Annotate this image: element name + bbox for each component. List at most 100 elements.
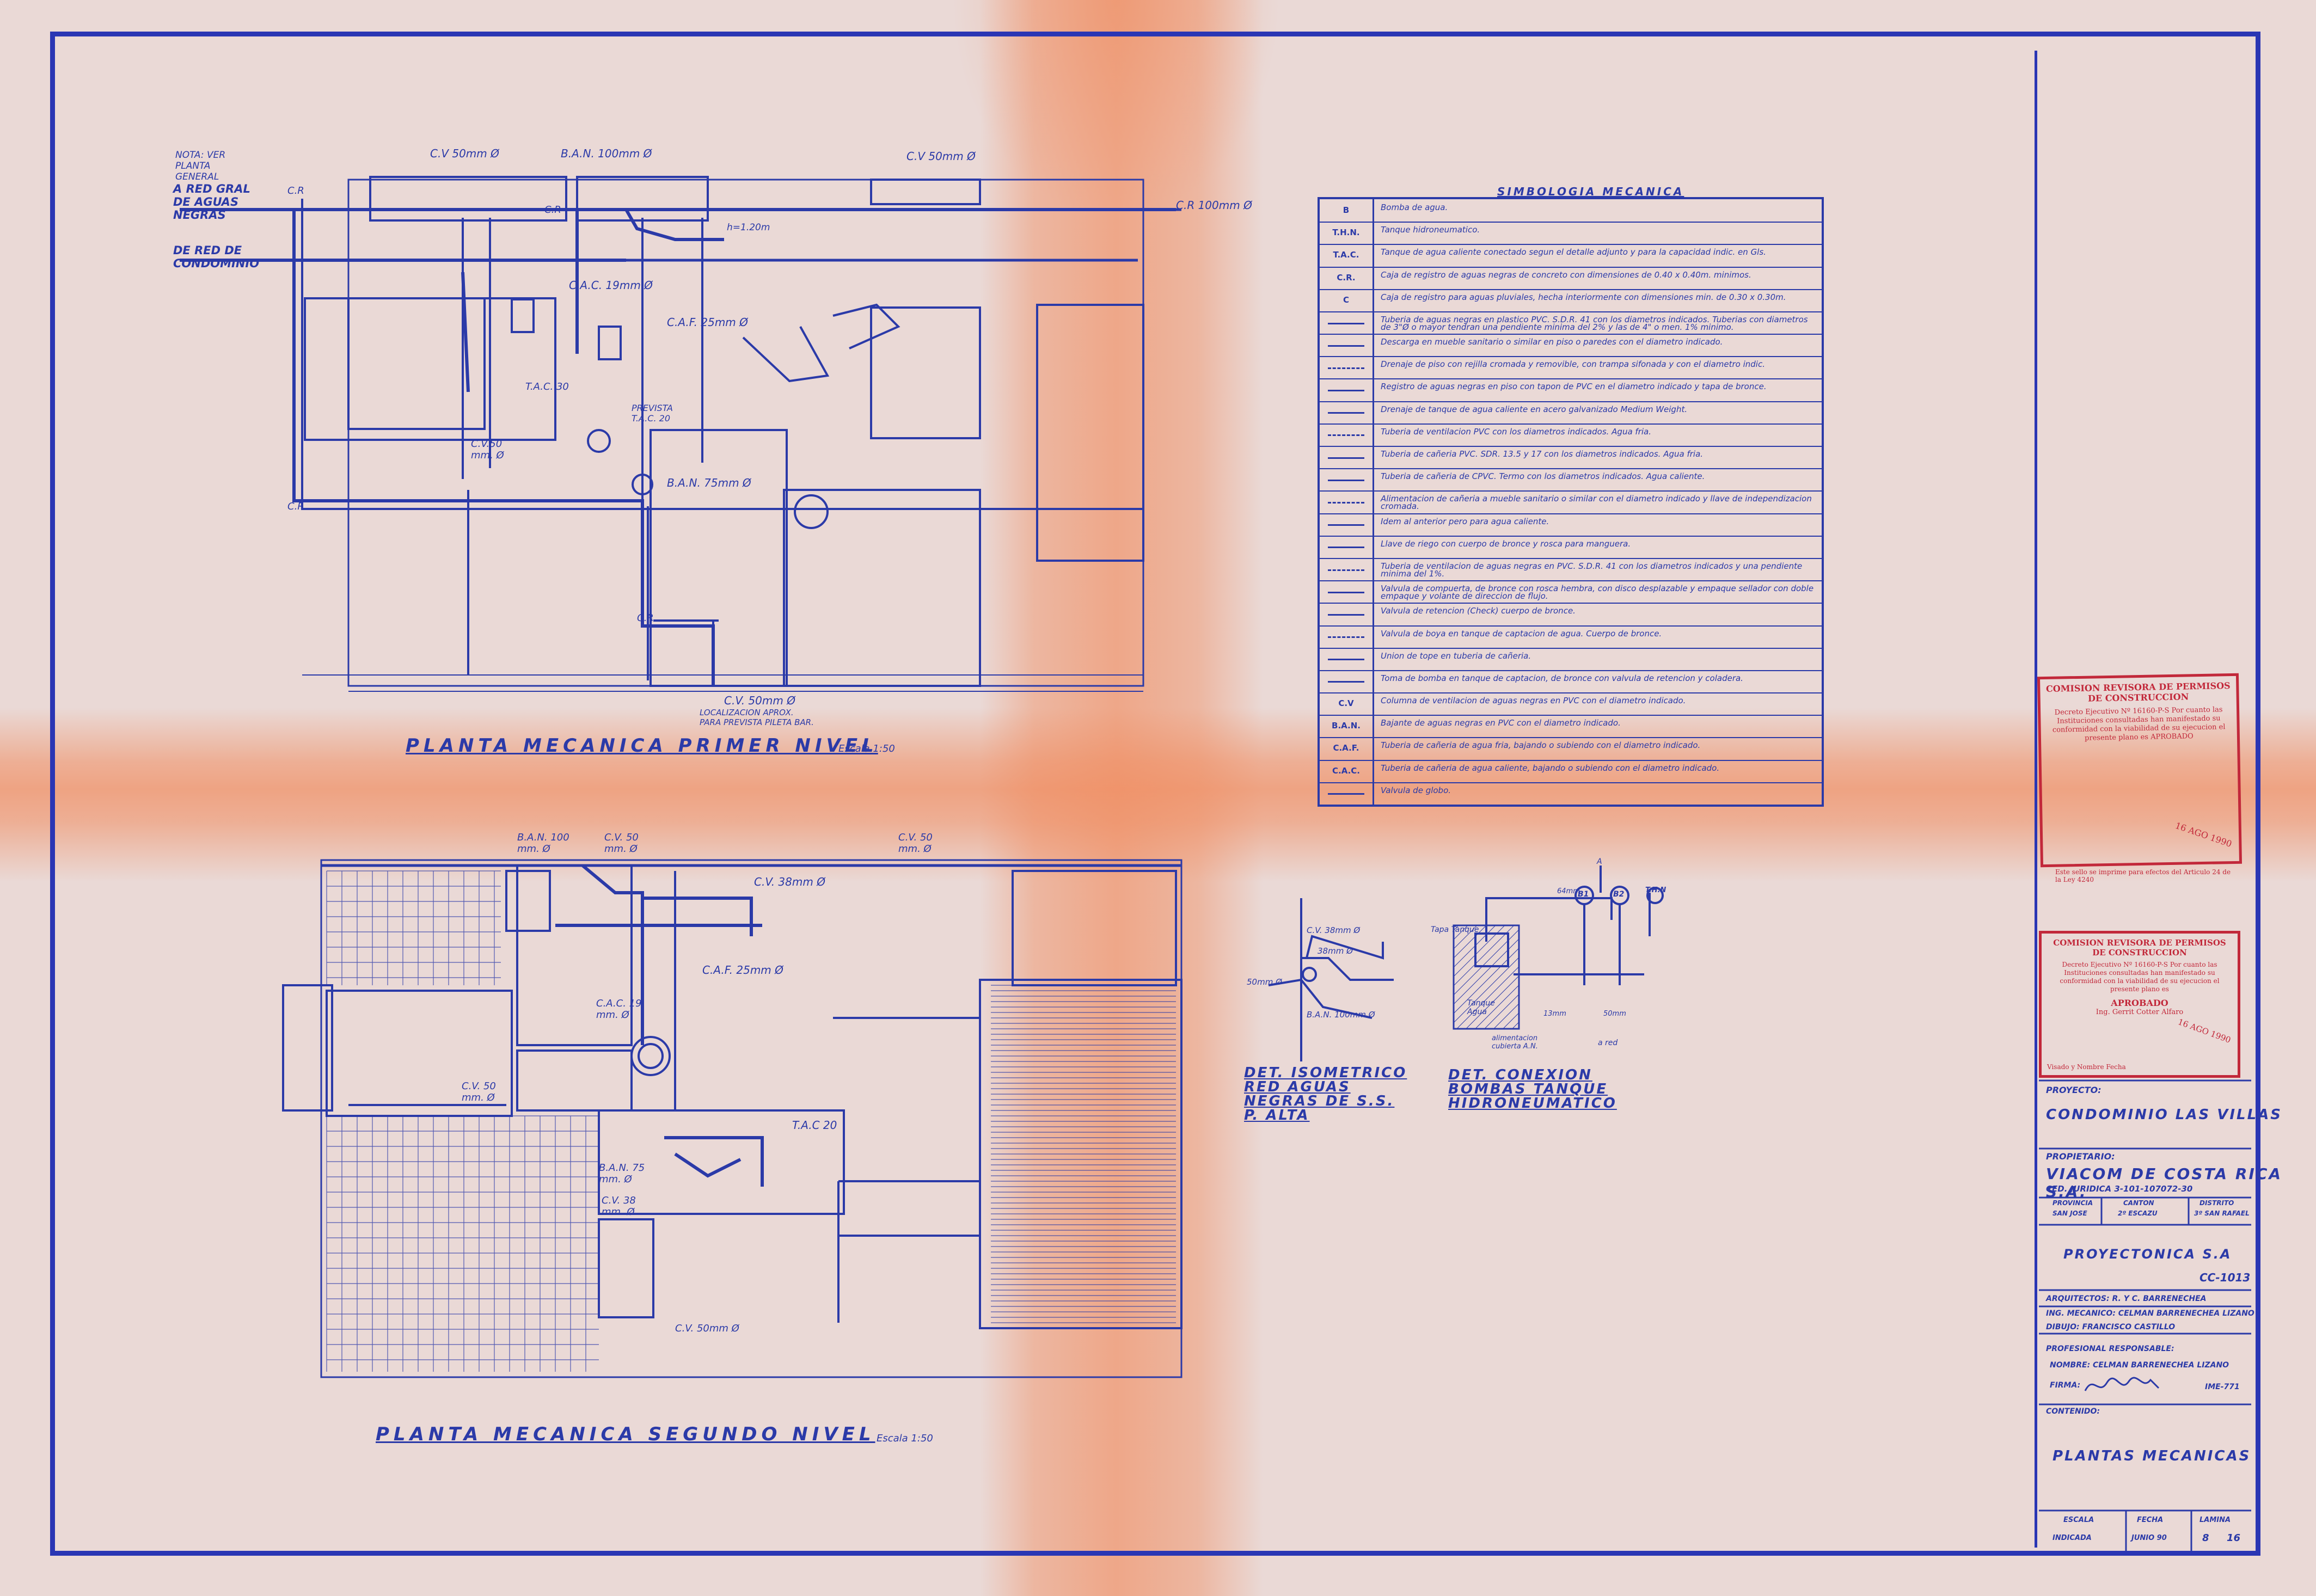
plan2-drawing [282,859,1182,1378]
stamp3-name: Ing. Gerrit Cotter Alfaro [2096,1008,2184,1016]
bombas-detail-drawing [1453,865,1664,1030]
stamp3-body: Decreto Ejecutivo Nº 16160-P-S Por cuant… [2060,961,2220,993]
tb-canton: 2º ESCAZU [2118,1210,2158,1217]
simbologia-symbol [1320,490,1374,513]
label-cv50-c: C.V.50 mm. Ø [471,438,504,461]
iso-detail-drawing [1268,898,1394,1061]
simbologia-description: Tuberia de cañeria de CPVC. Termo con lo… [1381,471,1705,482]
simbologia-description: Descarga en mueble sanitario o similar e… [1381,337,1723,347]
simbologia-symbol: C.A.F. [1320,737,1374,760]
simbologia-description: Tuberia de cañeria de agua fria, bajando… [1381,740,1701,751]
simbologia-symbol: C.V [1320,692,1374,715]
simbologia-row: Valvula de compuerta, de bronce con rosc… [1320,580,1822,604]
simbologia-symbol [1320,603,1374,625]
label2-cv38: C.V. 38mm Ø [754,875,825,888]
simbologia-symbol [1320,647,1374,670]
simbologia-row: Valvula de retencion (Check) cuerpo de b… [1320,603,1822,627]
tb-lamina-total: 16 [2227,1532,2241,1544]
simbologia-row: Alimentacion de cañeria a mueble sanitar… [1320,490,1822,514]
plan1-drawing [294,176,1181,692]
label-tac30: T.A.C. 30 [525,381,569,392]
simbologia-symbol [1320,311,1374,334]
simbologia-line-symbol [1328,367,1364,369]
tb-cedula: CED. JURIDICA 3-101-107072-30 [2046,1184,2193,1194]
label2-ban100: B.A.N. 100 mm. Ø [517,832,569,855]
simbologia-symbol: T.H.N. [1320,222,1374,244]
simbologia-symbol [1320,670,1374,693]
label-prevista: PREVISTA T.A.C. 20 [632,403,673,423]
simbologia-description: Tuberia de cañeria de agua caliente, baj… [1381,763,1720,773]
tb-arquitectos: ARQUITECTOS: R. Y C. BARRENECHEA [2046,1294,2207,1303]
simbologia-line-symbol [1328,457,1364,459]
tb-escala-label: ESCALA [2063,1516,2094,1524]
tb-fecha: JUNIO 90 [2131,1534,2167,1542]
approval-stamp-1: COMISION REVISORA DE PERMISOS DE CONSTRU… [2037,673,2243,868]
plan2-scale: Escala 1:50 [877,1433,933,1444]
label-ban75: B.A.N. 75mm Ø [667,476,751,489]
label2-cv50-c: C.V. 50 mm. Ø [462,1081,496,1103]
simbologia-line-symbol [1328,345,1364,347]
simbologia-description: Registro de aguas negras en piso con tap… [1381,382,1767,392]
tb-contenido-label: CONTENIDO: [2046,1407,2100,1416]
tb-distrito: 3º SAN RAFAEL [2194,1210,2250,1217]
simbologia-line-symbol [1328,547,1364,549]
simbologia-row: Union de tope en tuberia de cañeria. [1320,647,1822,671]
bombas-a: A [1597,857,1602,866]
simbologia-description: Valvula de retencion (Check) cuerpo de b… [1381,606,1576,616]
bombas-m1: 64mm [1557,887,1580,895]
label2-cv50-b: C.V. 50 mm. Ø [898,832,933,855]
sheet-border [50,32,2260,1556]
label2-cac19: C.A.C. 19 mm. Ø [596,998,642,1021]
label2-cv50-a: C.V. 50 mm. Ø [604,832,639,855]
simbologia-symbol [1320,423,1374,446]
tb-contenido: PLANTAS MECANICAS [2052,1448,2251,1464]
tb-propietario: VIACOM DE COSTA RICA S.A. [2046,1165,2283,1201]
simbologia-description: Union de tope en tuberia de cañeria. [1381,650,1531,661]
simbologia-description: Columna de ventilacion de aguas negras e… [1381,696,1686,706]
simbologia-row: C.V Columna de ventilacion de aguas negra… [1320,692,1822,716]
simbologia-row: T.H.N.Tanque hidroneumatico. [1320,222,1822,245]
simbologia-description: Llave de riego con cuerpo de bronce y ro… [1381,538,1631,549]
plan2-pipes [555,864,764,1187]
simbologia-symbol: C.R. [1320,266,1374,289]
simbologia-row: Tuberia de ventilacion PVC con los diame… [1320,423,1822,447]
simbologia-line-symbol [1328,569,1364,571]
simbologia-symbol [1320,535,1374,558]
bombas-red: a red [1598,1039,1618,1047]
tb-distrito-label: DISTRITO [2199,1199,2234,1207]
simbologia-symbol: C.A.C. [1320,759,1374,782]
simbologia-row: Toma de bomba en tanque de captacion, de… [1320,670,1822,694]
label-ban100: B.A.N. 100mm Ø [561,147,652,160]
tb-codigo: CC-1013 [2199,1271,2251,1284]
simbologia-row: Valvula de globo. [1320,782,1822,806]
simbologia-row: B.A.N.Bajante de aguas negras en PVC con… [1320,715,1822,739]
bombas-m2: 13mm [1543,1010,1566,1018]
label-cv50-a: C.V 50mm Ø [430,147,499,160]
simbologia-row: T.A.C.Tanque de agua caliente conectado … [1320,244,1822,268]
simbologia-description: Drenaje de tanque de agua caliente en ac… [1381,404,1688,414]
stamp1-body: Decreto Ejecutivo Nº 16160-P-S Por cuant… [2052,705,2226,742]
tb-proyecto: CONDOMINIO LAS VILLAS [2046,1107,2283,1123]
label-cac19: C.A.C. 19mm Ø [569,279,653,292]
simbologia-description: Idem al anterior pero para agua caliente… [1381,516,1549,526]
simbologia-row: Llave de riego con cuerpo de bronce y ro… [1320,535,1822,559]
simbologia-line-symbol [1328,412,1364,414]
simbologia-symbol [1320,782,1374,805]
bombas-tapa: Tapa Tanque [1431,925,1479,934]
tb-propietario-label: PROPIETARIO: [2046,1151,2115,1162]
simbologia-row: Valvula de boya en tanque de captacion d… [1320,625,1822,649]
simbologia-symbol: B [1320,199,1374,222]
simbologia-row: Tuberia de cañeria PVC. SDR. 13.5 y 17 c… [1320,446,1822,470]
simbologia-description: Alimentacion de cañeria a mueble sanitar… [1381,494,1812,512]
simbologia-description: Bajante de aguas negras en PVC con el di… [1381,718,1621,728]
simbologia-description: Caja de registro de aguas negras de conc… [1381,269,1751,280]
label2-ban75: B.A.N. 75 mm. Ø [599,1162,645,1185]
tb-registro: IME-771 [2205,1383,2240,1391]
tb-profesional-label: PROFESIONAL RESPONSABLE: [2046,1345,2174,1353]
plan1-pipes [180,208,1176,686]
simbologia-line-symbol [1328,591,1364,593]
simbologia-line-symbol [1328,524,1364,526]
simbologia-line-symbol [1328,636,1364,639]
